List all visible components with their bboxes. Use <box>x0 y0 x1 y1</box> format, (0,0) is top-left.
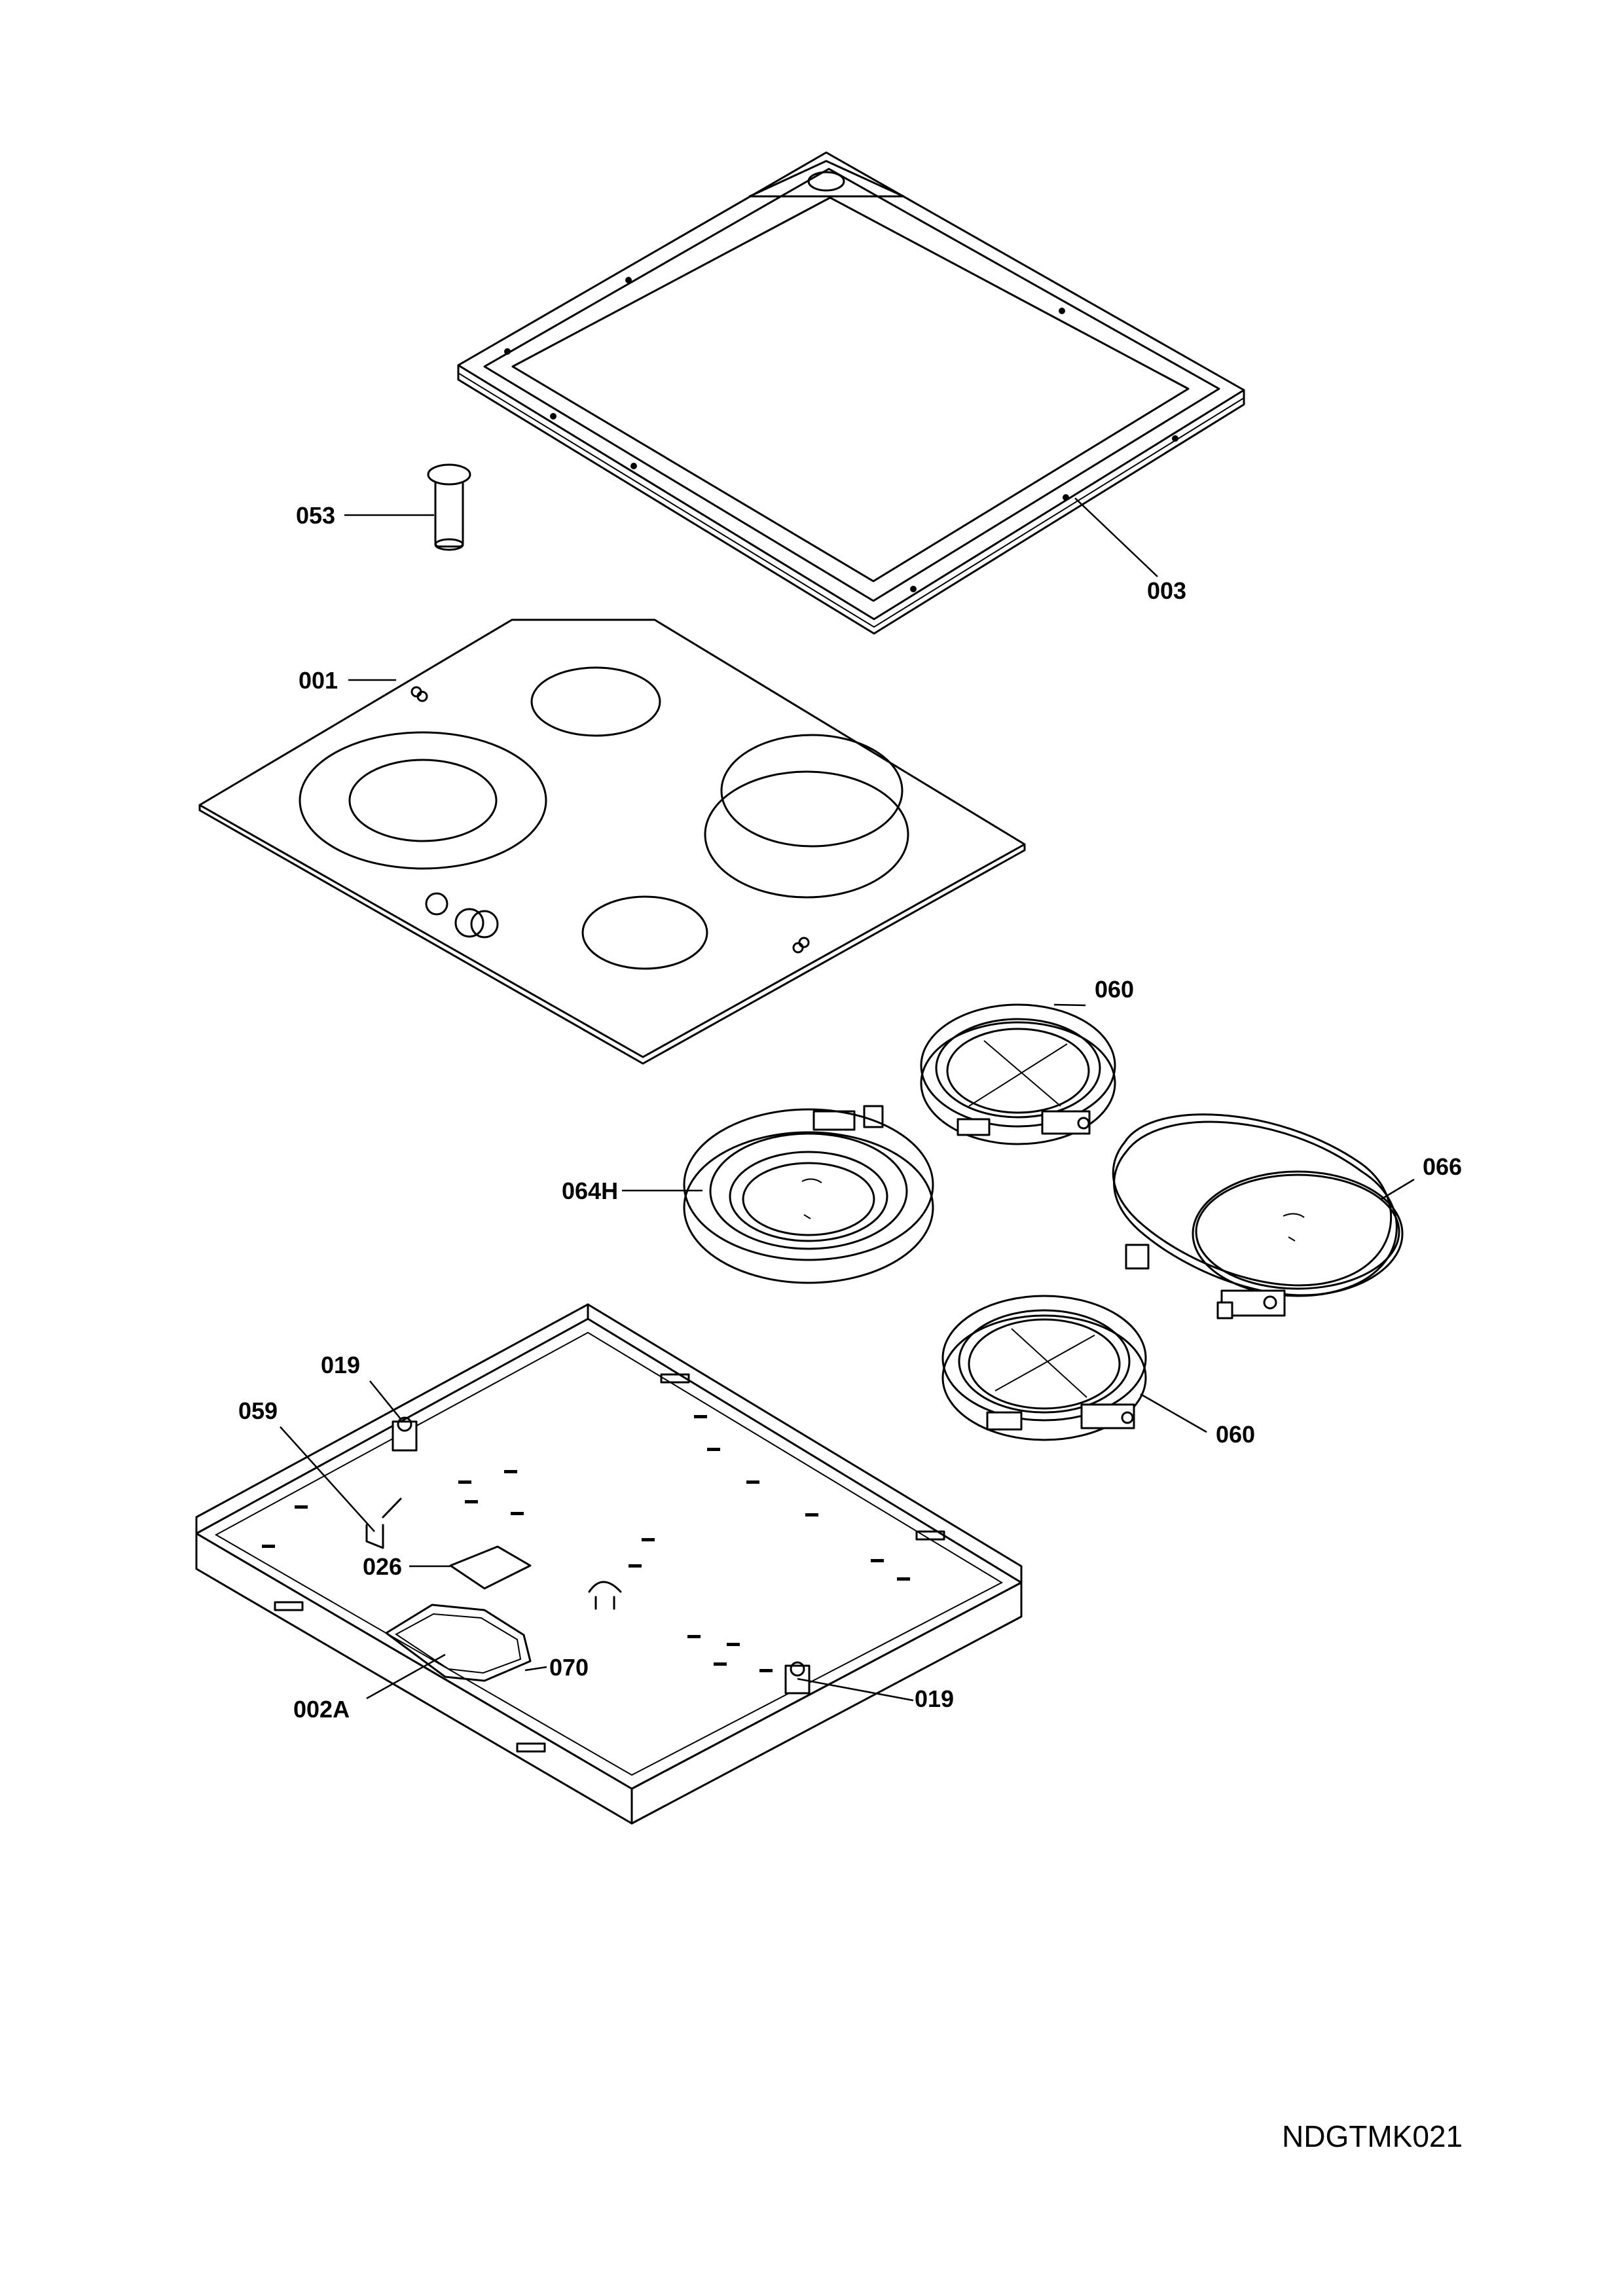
label-053: 053 <box>296 502 335 529</box>
heating-element-064H <box>683 1105 934 1284</box>
label-064H: 064H <box>562 1177 618 1204</box>
label-060-top: 060 <box>1095 976 1134 1003</box>
bottom-tray-002A <box>195 1303 1023 1825</box>
label-019-bottom: 019 <box>915 1685 954 1712</box>
heating-element-060-bottom <box>941 1295 1147 1441</box>
plug-053 <box>427 463 471 551</box>
label-002A: 002A <box>293 1696 350 1723</box>
label-060-bottom: 060 <box>1216 1421 1255 1448</box>
label-059: 059 <box>238 1397 278 1424</box>
label-001: 001 <box>299 667 338 694</box>
drawing-reference: NDGTMK021 <box>1282 2119 1463 2153</box>
label-019-top: 019 <box>321 1352 360 1378</box>
glass-top-001 <box>198 619 1026 1065</box>
heating-element-060-top <box>920 1003 1116 1145</box>
label-026: 026 <box>363 1553 402 1580</box>
label-066: 066 <box>1423 1153 1462 1180</box>
label-070: 070 <box>549 1654 589 1681</box>
heating-element-066 <box>1112 1113 1404 1319</box>
label-003: 003 <box>1147 577 1186 604</box>
frame-003 <box>457 151 1245 635</box>
